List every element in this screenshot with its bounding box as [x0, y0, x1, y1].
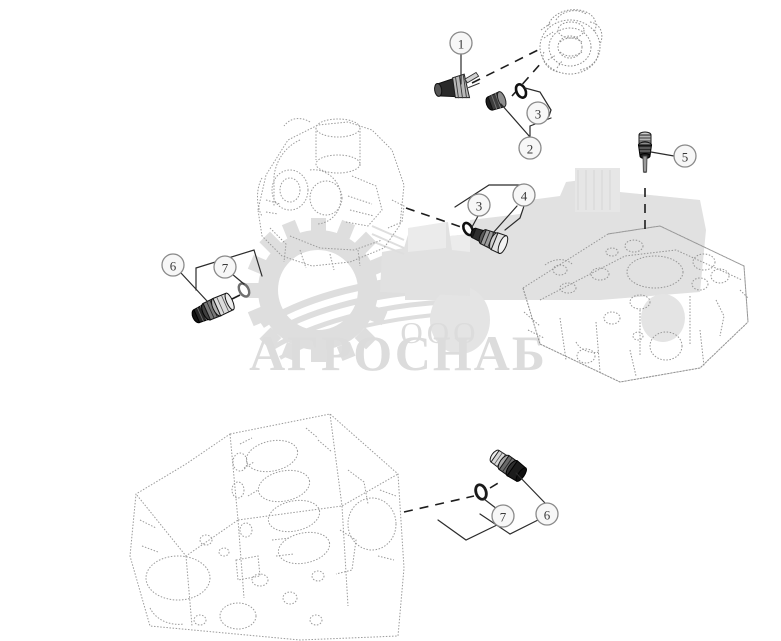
dashed-path-7-oring-bottom	[489, 481, 501, 489]
callout-3-middle-circle[interactable]	[467, 193, 491, 217]
sensor-threaded-bottom-part	[489, 449, 527, 482]
o-ring-left-part	[237, 282, 251, 298]
dashed-path-6-oring-left	[231, 290, 249, 300]
leader-line-6-bottom	[515, 472, 546, 504]
cylinder-block-lower-drawing	[129, 413, 405, 641]
callout-4[interactable]: 4	[512, 183, 536, 207]
leader-line-5	[650, 151, 675, 157]
dashed-path-1-to-turbo	[471, 47, 543, 84]
tractor-icon	[371, 222, 470, 296]
leader-line-7-bottom	[483, 498, 498, 510]
callout-2[interactable]: 2	[518, 136, 542, 160]
watermark-line1: ООО	[400, 315, 479, 350]
leader-line-2	[500, 103, 531, 138]
callout-6-left-circle[interactable]	[161, 253, 185, 277]
callout-6-left[interactable]: 6	[161, 253, 185, 277]
callout-6-bottom[interactable]: 6	[535, 502, 559, 526]
cylinder-head-upper-drawing	[257, 118, 405, 271]
callout-5[interactable]: 5	[673, 144, 697, 168]
sensor-small-top-part	[485, 91, 507, 111]
leader-line-7-left	[231, 273, 245, 285]
leader-bracket-6-bottom	[479, 513, 539, 535]
callout-3-top[interactable]: 3	[526, 101, 550, 125]
sensor-vertical-right-part	[637, 131, 653, 173]
agrosnab-watermark: ООО АГРОСНАБ	[246, 168, 706, 381]
callout-5-circle[interactable]	[673, 144, 697, 168]
o-ring-top-part	[514, 83, 528, 99]
callout-1-circle[interactable]	[449, 31, 473, 55]
callout-4-circle[interactable]	[512, 183, 536, 207]
combine-harvester-icon	[405, 168, 706, 354]
callout-6-bottom-circle[interactable]	[535, 502, 559, 526]
leader-bracket-7-bottom	[437, 519, 498, 541]
leader-line-6-left	[180, 272, 208, 302]
valve-cover-right-drawing	[522, 225, 749, 383]
callout-3-middle[interactable]: 3	[467, 193, 491, 217]
leader-bracket-34	[454, 184, 525, 208]
callout-7-left-circle[interactable]	[213, 255, 237, 279]
callout-7-bottom-circle[interactable]	[491, 504, 515, 528]
callout-7-left[interactable]: 7	[213, 255, 237, 279]
sensor-threaded-left-part	[191, 292, 235, 324]
callout-1[interactable]: 1	[449, 31, 473, 55]
leader-line-3-top	[524, 87, 552, 111]
leader-line-4b	[492, 205, 518, 234]
sensor-angled-top-part	[434, 71, 480, 99]
callout-3-top-circle[interactable]	[526, 101, 550, 125]
dashed-path-block-to-6	[403, 495, 475, 513]
leader-line-4c	[504, 205, 525, 231]
callout-7-bottom[interactable]: 7	[491, 504, 515, 528]
callout-2-circle[interactable]	[518, 136, 542, 160]
dashed-path-head-to-4	[405, 207, 465, 229]
leader-line-3-mid	[471, 215, 479, 228]
sensor-threaded-middle-part	[470, 227, 509, 255]
turbocharger-housing-drawing	[539, 9, 603, 75]
watermark-line2: АГРОСНАБ	[249, 325, 547, 381]
